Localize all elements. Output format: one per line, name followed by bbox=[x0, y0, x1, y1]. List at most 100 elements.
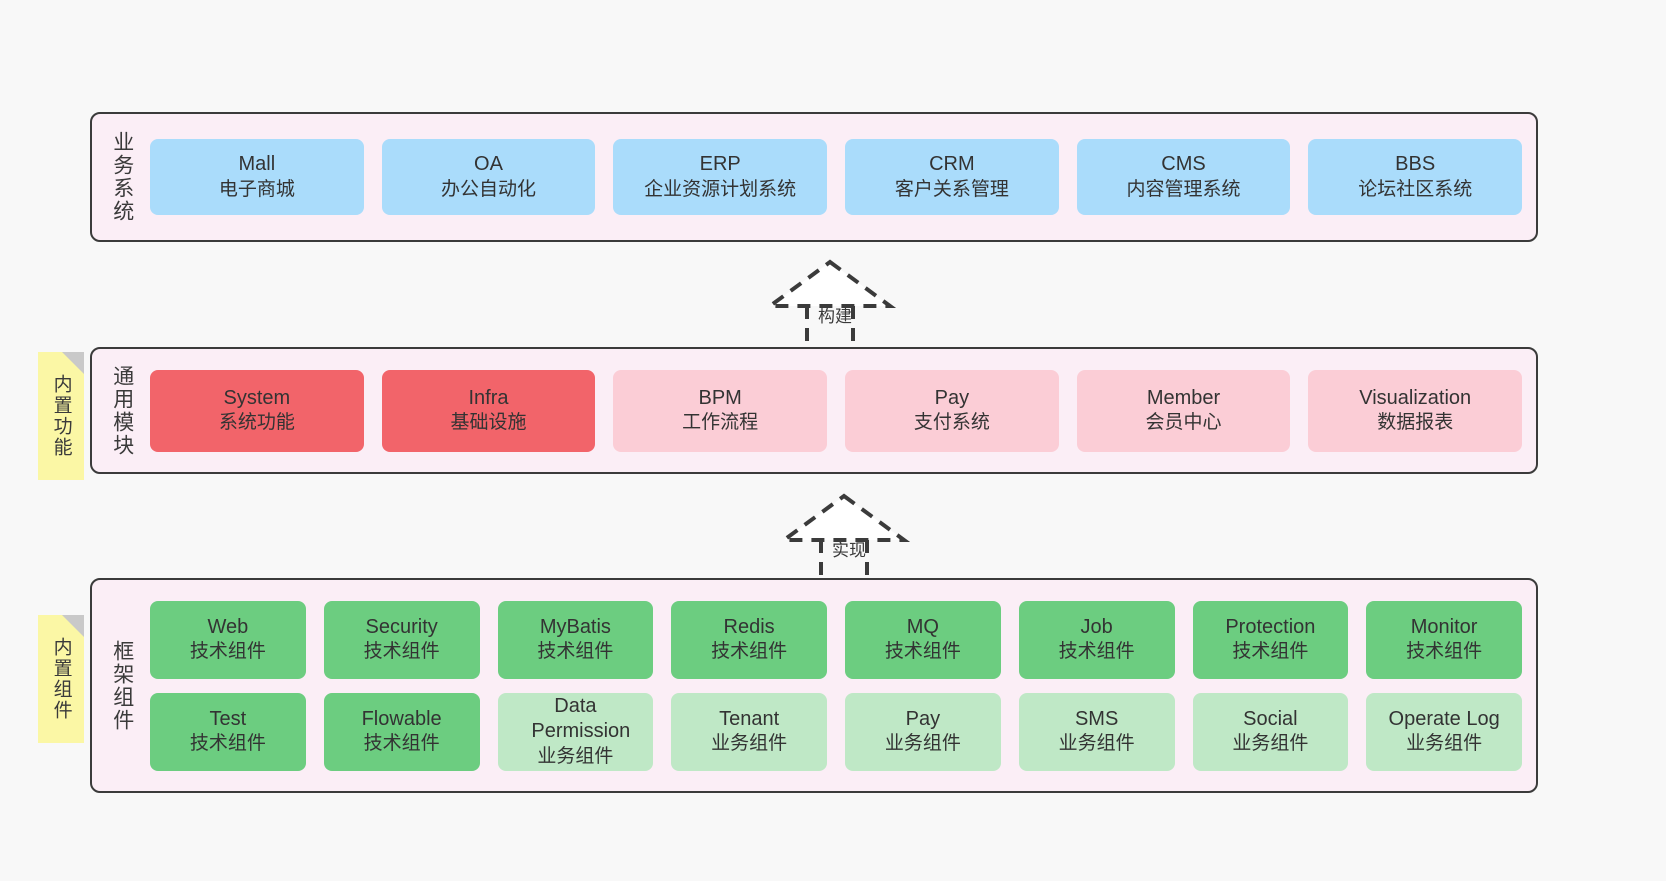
card-title-cn: 企业资源计划系统 bbox=[644, 178, 797, 200]
card-bbs[interactable]: BBS 论坛社区系统 bbox=[1308, 139, 1523, 215]
arrowhead-triangle bbox=[763, 259, 897, 308]
card-title-en: Security bbox=[365, 615, 438, 638]
card-title-en: Mall bbox=[238, 153, 276, 176]
card-row-tech: Web 技术组件 Security 技术组件 MyBatis 技术组件 Redi… bbox=[150, 600, 1522, 679]
connector-realize: 实现 bbox=[754, 492, 944, 580]
card-mq[interactable]: MQ 技术组件 bbox=[845, 600, 1001, 679]
card-title-cn: 业务组件 bbox=[537, 745, 614, 767]
card-data-permission[interactable]: Data Permission 业务组件 bbox=[497, 692, 654, 771]
connector-realize-arrow bbox=[777, 493, 911, 578]
note-builtin-component-label: 内置组件 bbox=[50, 637, 72, 721]
card-crm[interactable]: CRM 客户关系管理 bbox=[845, 139, 1059, 215]
card-title-en: CMS bbox=[1161, 153, 1206, 176]
card-visualization[interactable]: Visualization 数据报表 bbox=[1308, 369, 1523, 452]
layer-common-module: 通用模块 System 系统功能 Infra 基础设施 BPM 工作流程 Pay… bbox=[90, 347, 1538, 474]
note-builtin-function: 内置功能 bbox=[38, 352, 84, 480]
card-title-en: Data Permission bbox=[531, 694, 631, 743]
card-sms[interactable]: SMS 业务组件 bbox=[1018, 692, 1175, 771]
card-title-en: Tenant bbox=[719, 707, 780, 730]
card-row-business: Test 技术组件 Flowable 技术组件 Data Permission … bbox=[150, 692, 1522, 771]
card-title-cn: 业务组件 bbox=[711, 733, 788, 755]
card-oa[interactable]: OA 办公自动化 bbox=[381, 139, 596, 215]
card-title-cn: 技术组件 bbox=[363, 733, 440, 755]
card-title-en: Web bbox=[207, 615, 249, 638]
card-title-cn: 论坛社区系统 bbox=[1358, 178, 1473, 200]
layer-body-business-system: Mall 电子商城 OA 办公自动化 ERP 企业资源计划系统 CRM 客户关系… bbox=[144, 114, 1536, 240]
note-fold-corner-icon bbox=[62, 352, 84, 374]
card-title-en: ERP bbox=[699, 153, 741, 176]
card-social[interactable]: Social 业务组件 bbox=[1192, 692, 1349, 771]
layer-framework-component: 框架组件 Web 技术组件 Security 技术组件 MyBatis 技术组件… bbox=[90, 578, 1538, 793]
card-erp[interactable]: ERP 企业资源计划系统 bbox=[613, 139, 828, 215]
card-web[interactable]: Web 技术组件 bbox=[150, 600, 306, 679]
card-title-cn: 系统功能 bbox=[218, 412, 295, 434]
card-mall[interactable]: Mall 电子商城 bbox=[150, 139, 364, 215]
layer-title-business-system: 业务系统 bbox=[110, 131, 134, 223]
card-title-cn: 内容管理系统 bbox=[1126, 178, 1241, 200]
card-title-en: Flowable bbox=[361, 707, 442, 730]
card-member[interactable]: Member 会员中心 bbox=[1076, 369, 1291, 452]
card-title-cn: 技术组件 bbox=[1406, 641, 1483, 663]
card-title-cn: 办公自动化 bbox=[441, 178, 537, 200]
card-title-cn: 工作流程 bbox=[682, 412, 759, 434]
card-title-en: Visualization bbox=[1359, 386, 1472, 409]
note-fold-corner-icon bbox=[62, 615, 84, 637]
card-title-en: Operate Log bbox=[1388, 707, 1500, 730]
card-title-en: MyBatis bbox=[539, 615, 611, 638]
layer-business-system: 业务系统 Mall 电子商城 OA 办公自动化 ERP 企业资源计划系统 CRM… bbox=[90, 112, 1538, 242]
card-title-en: MQ bbox=[906, 615, 939, 638]
card-infra[interactable]: Infra 基础设施 bbox=[381, 369, 596, 452]
card-security[interactable]: Security 技术组件 bbox=[323, 600, 480, 679]
card-title-cn: 业务组件 bbox=[884, 733, 961, 755]
card-title-cn: 客户关系管理 bbox=[894, 178, 1009, 200]
card-flowable[interactable]: Flowable 技术组件 bbox=[323, 692, 480, 771]
card-title-cn: 技术组件 bbox=[189, 641, 266, 663]
card-title-cn: 会员中心 bbox=[1145, 412, 1222, 434]
card-mybatis[interactable]: MyBatis 技术组件 bbox=[497, 600, 654, 679]
card-job[interactable]: Job 技术组件 bbox=[1018, 600, 1175, 679]
arrowhead-triangle bbox=[777, 493, 911, 542]
layer-title-common-module: 通用模块 bbox=[110, 364, 134, 457]
card-title-cn: 业务组件 bbox=[1406, 733, 1483, 755]
card-title-en: Infra bbox=[468, 386, 509, 409]
card-title-en: CRM bbox=[929, 153, 975, 176]
card-redis[interactable]: Redis 技术组件 bbox=[671, 600, 827, 679]
layer-body-common-module: System 系统功能 Infra 基础设施 BPM 工作流程 Pay 支付系统… bbox=[144, 349, 1536, 472]
note-builtin-function-label: 内置功能 bbox=[50, 374, 72, 458]
connector-stem bbox=[819, 540, 869, 578]
connector-build-label: 构建 bbox=[818, 307, 852, 326]
card-title-en: BBS bbox=[1395, 153, 1436, 176]
card-bpm[interactable]: BPM 工作流程 bbox=[613, 369, 828, 452]
card-test[interactable]: Test 技术组件 bbox=[150, 692, 306, 771]
card-title-en: Job bbox=[1080, 615, 1113, 638]
card-protection[interactable]: Protection 技术组件 bbox=[1192, 600, 1349, 679]
card-title-en: Monitor bbox=[1410, 615, 1478, 638]
connector-build-arrow bbox=[763, 259, 897, 354]
card-title-en: BPM bbox=[698, 386, 742, 409]
connector-build: 构建 bbox=[740, 258, 930, 356]
card-title-en: System bbox=[223, 386, 291, 409]
note-builtin-component: 内置组件 bbox=[38, 615, 84, 743]
card-pay-module[interactable]: Pay 支付系统 bbox=[845, 369, 1059, 452]
card-title-en: SMS bbox=[1074, 707, 1119, 730]
card-title-cn: 基础设施 bbox=[450, 412, 527, 434]
card-row: System 系统功能 Infra 基础设施 BPM 工作流程 Pay 支付系统… bbox=[150, 369, 1523, 452]
card-title-cn: 技术组件 bbox=[884, 641, 961, 663]
card-operate-log[interactable]: Operate Log 业务组件 bbox=[1366, 692, 1522, 771]
card-title-cn: 技术组件 bbox=[711, 641, 788, 663]
card-title-cn: 技术组件 bbox=[537, 641, 614, 663]
card-title-en: Social bbox=[1243, 707, 1298, 730]
card-pay-component[interactable]: Pay 业务组件 bbox=[845, 692, 1001, 771]
card-title-cn: 支付系统 bbox=[913, 412, 990, 434]
layer-body-framework-component: Web 技术组件 Security 技术组件 MyBatis 技术组件 Redi… bbox=[144, 580, 1536, 791]
card-title-en: Member bbox=[1146, 386, 1221, 409]
card-tenant[interactable]: Tenant 业务组件 bbox=[671, 692, 827, 771]
card-title-en: OA bbox=[474, 153, 503, 176]
card-cms[interactable]: CMS 内容管理系统 bbox=[1076, 139, 1291, 215]
card-title-cn: 技术组件 bbox=[189, 733, 266, 755]
card-title-en: Pay bbox=[934, 386, 970, 409]
connector-stem bbox=[805, 306, 855, 354]
card-system[interactable]: System 系统功能 bbox=[150, 369, 364, 452]
card-monitor[interactable]: Monitor 技术组件 bbox=[1366, 600, 1522, 679]
card-row: Mall 电子商城 OA 办公自动化 ERP 企业资源计划系统 CRM 客户关系… bbox=[150, 139, 1523, 215]
